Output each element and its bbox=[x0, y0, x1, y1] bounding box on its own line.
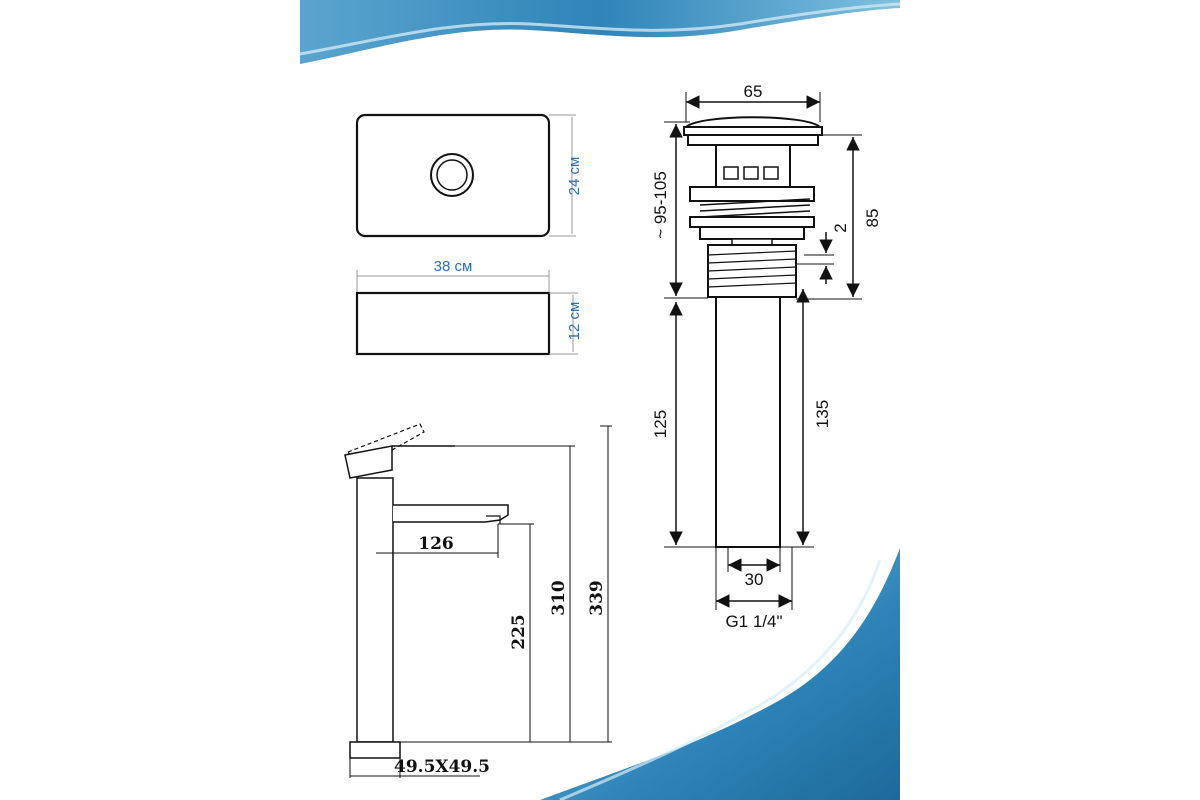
drain-thread-lines bbox=[707, 250, 797, 288]
drain-window-3 bbox=[763, 166, 779, 180]
top-wave-decoration bbox=[300, 0, 900, 64]
faucet-labels: 126 225 310 339 49.5X49.5 bbox=[394, 534, 607, 777]
drain-hole-outer bbox=[430, 153, 474, 197]
faucet-spout-height-label: 225 bbox=[509, 614, 529, 650]
drain-top-width-label: 65 bbox=[744, 82, 763, 101]
drain-drawing bbox=[664, 92, 862, 610]
faucet-aerator bbox=[486, 515, 501, 524]
faucet-total-height-label: 339 bbox=[587, 580, 607, 616]
drawing-panel: 24 см 38 см 12 см bbox=[300, 0, 900, 800]
top-wave-highlight bbox=[300, 2, 900, 56]
drain-gap-label: 2 bbox=[831, 223, 850, 232]
basin-depth-label: 24 см bbox=[566, 157, 583, 196]
drain-neck bbox=[715, 144, 791, 188]
bottom-wave-decoration bbox=[540, 548, 900, 800]
basin-height-label: 12 см bbox=[566, 302, 583, 341]
faucet-reach-label: 126 bbox=[418, 534, 454, 554]
drain-body-height-label: 85 bbox=[863, 209, 882, 228]
faucet-base-size-label: 49.5X49.5 bbox=[394, 757, 490, 777]
bottom-wave-highlight bbox=[559, 559, 882, 800]
drain-tube-left-label: 125 bbox=[651, 410, 670, 438]
drain-window-1 bbox=[723, 166, 739, 180]
drain-window-2 bbox=[743, 166, 759, 180]
drain-tube-width-label: 30 bbox=[745, 570, 764, 589]
basin-width-label: 38 см bbox=[434, 258, 473, 275]
basin-side-view: 38 см 12 см bbox=[355, 258, 583, 356]
drain-tube bbox=[715, 296, 781, 548]
faucet-base bbox=[349, 741, 401, 759]
basin-side-outline bbox=[355, 291, 551, 356]
drain-thread-label: G1 1/4" bbox=[725, 612, 782, 631]
basin-top-view: 24 см bbox=[355, 113, 583, 238]
basin-top-outline bbox=[355, 113, 551, 238]
faucet-spout bbox=[393, 504, 509, 523]
faucet-handle-height-label: 310 bbox=[549, 580, 569, 616]
drain-cap bbox=[683, 116, 823, 128]
drain-mid-ring bbox=[689, 186, 815, 202]
drain-seal bbox=[699, 226, 805, 240]
drain-flange-2 bbox=[687, 134, 819, 146]
faucet-body bbox=[356, 477, 394, 743]
drawing-canvas: 24 см 38 см 12 см bbox=[300, 0, 900, 800]
drain-flange bbox=[683, 126, 823, 136]
drain-lower-ring bbox=[689, 216, 815, 228]
drain-tube-right-label: 135 bbox=[813, 400, 832, 428]
faucet-drawing bbox=[344, 423, 612, 778]
drain-hole-inner bbox=[436, 159, 468, 191]
drain-range-label: ~ 95-105 bbox=[651, 171, 670, 239]
drain-labels: 65 ~ 95-105 85 2 125 135 30 G1 1/4" bbox=[651, 82, 882, 631]
faucet-lever-dashed bbox=[347, 423, 425, 469]
faucet-handle bbox=[344, 445, 393, 479]
